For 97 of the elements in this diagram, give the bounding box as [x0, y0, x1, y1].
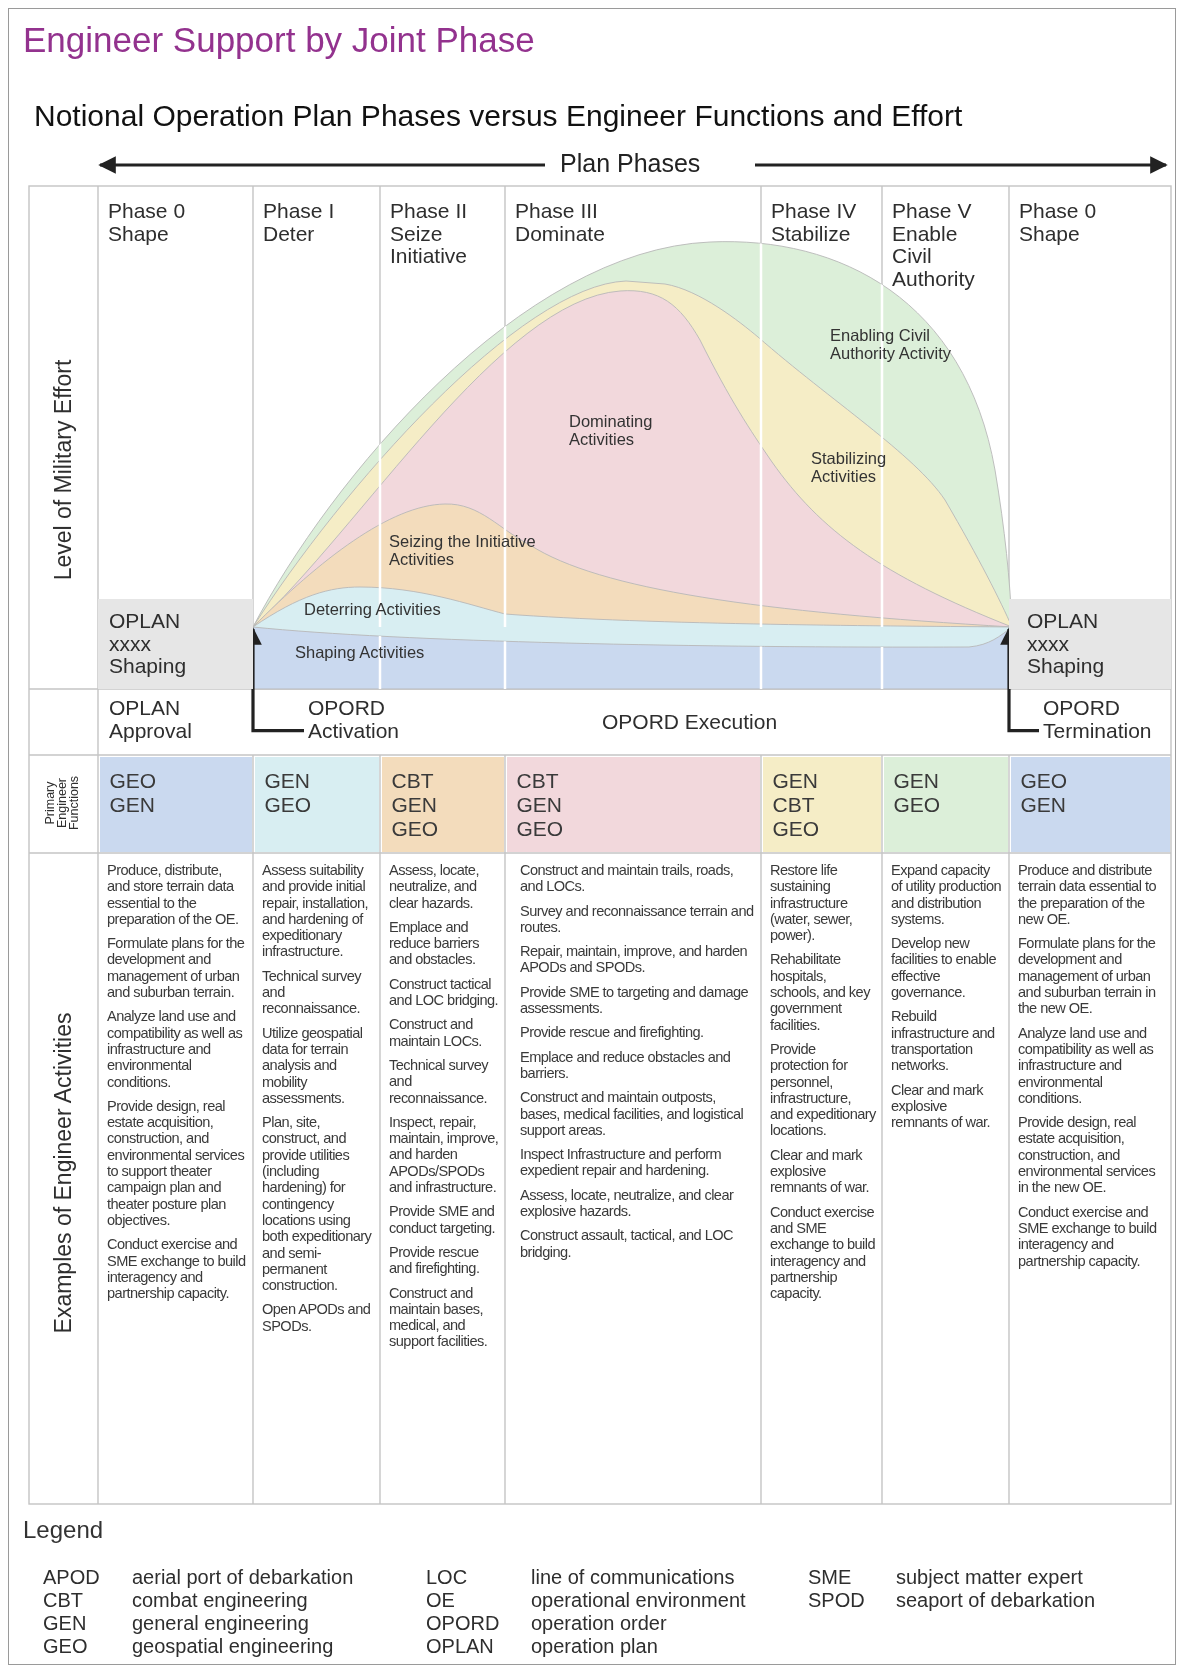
definition: general engineering: [132, 1613, 309, 1635]
activity-text: Utilize geospatial data for terrain analysis and mobility assessments.: [262, 1024, 364, 1107]
definition: operation plan: [531, 1636, 658, 1658]
title: Engineer Support by Joint Phase: [23, 21, 535, 59]
area-label: Enabling Civil Authority Activity: [830, 327, 953, 363]
axis-title: Level of Military Effort: [50, 359, 76, 581]
activity-text: Provide SME and conduct targeting.: [389, 1203, 497, 1236]
abbreviation: LOC: [426, 1567, 468, 1589]
area-label: Shaping Activities: [295, 644, 425, 662]
definition: line of communications: [531, 1567, 735, 1589]
event-label: OPORD Execution: [602, 711, 778, 734]
activity-text: Clear and mark explosive remnants of war.: [770, 1146, 871, 1196]
function-cell: GEO GEN: [99, 756, 252, 852]
shaded-cell: OPLAN xxxx Shaping: [1009, 599, 1171, 689]
activity-text: Conduct exercise and SME exchange to build interagency and partnership capacity.: [107, 1236, 247, 1302]
area-label: Seizing the Initiative Activities: [389, 533, 537, 569]
activity-text: Inspect Infrastructure and perform expedient repair and hardening.: [520, 1146, 723, 1179]
activity-text: Provide rescue and firefighting.: [520, 1024, 705, 1041]
activity-text: Repair, maintain, improve, and harden APODs and SPODs.: [520, 943, 749, 976]
activity-text: Provide design, real estate acquisition, construction, and environmental services in the new OE.: [1018, 1114, 1157, 1196]
abbreviation: CBT: [43, 1590, 83, 1612]
abbreviation: GEO: [43, 1636, 88, 1658]
activity-text: Emplace and reduce obstacles and barriers.: [520, 1048, 732, 1082]
activity-text: Analyze land use and compatibility as well as infrastructure and environmental conditions.: [1018, 1024, 1155, 1107]
phase-label: Phase I Deter: [263, 200, 368, 246]
axis-title: Examples of Engineer Activities: [50, 1012, 76, 1334]
activity-text: Construct and maintain LOCs.: [389, 1016, 483, 1049]
phase-label: Phase III Dominate: [515, 200, 625, 246]
function-cell: CBT GEN GEO: [506, 756, 760, 852]
phase-label: Phase II Seize Initiative: [390, 200, 495, 268]
activity-text: Produce, distribute, and store terrain data essential to the preparation of the OE.: [107, 862, 240, 928]
activity-text: Construct and maintain outposts, bases, medical facilities, and logistical support areas.: [520, 1089, 745, 1139]
activity-text: Technical survey and reconnaissance.: [262, 967, 363, 1017]
function-cell: GEN GEO: [883, 756, 1008, 852]
activity-text: Clear and mark explosive remnants of war.: [891, 1081, 992, 1131]
activity-text: Rehabilitate hospitals, schools, and key government facilities.: [770, 951, 872, 1033]
activity-text: Conduct exercise and SME exchange to build interagency and partnership capacity.: [1018, 1203, 1158, 1269]
activity-text: Survey and reconnaissance terrain and routes.: [520, 902, 755, 936]
activity-text: Provide design, real estate acquisition, construction, and environmental services to support theater campaign plan and theater posture plan objectives.: [107, 1097, 246, 1229]
abbreviation: OPORD: [426, 1613, 500, 1635]
shaded-cell: OPLAN xxxx Shaping: [98, 599, 253, 689]
activity-text: Assess, locate, neutralize, and clear hazards.: [389, 862, 480, 911]
function-cell: CBT GEN GEO: [381, 756, 504, 852]
abbreviation: OE: [426, 1590, 455, 1612]
activity-text: Inspect, repair, maintain, improve, and harden APODs/SPODs and infrastructure.: [389, 1113, 499, 1196]
activity-text: Construct tactical and LOC bridging.: [389, 975, 499, 1009]
area-label: Stabilizing Activities: [811, 450, 888, 486]
function-cell: GEO GEN: [1010, 756, 1170, 852]
definition: operational environment: [531, 1590, 746, 1612]
event-label: OPLAN Approval: [109, 697, 219, 743]
phase-label: Phase 0 Shape: [1019, 200, 1124, 246]
definition: seaport of debarkation: [896, 1590, 1096, 1612]
activity-text: Analyze land use and compatibility as well as infrastructure and environmental conditions.: [107, 1008, 244, 1090]
phase-label: Phase IV Stabilize: [771, 200, 871, 246]
axis-title: Primary Engineer Functions: [45, 775, 81, 831]
abbreviation: GEN: [43, 1613, 87, 1635]
activity-text: Expand capacity of utility production and distribution systems.: [891, 862, 1003, 928]
activity-text: Restore life sustaining infrastructure (water, sewer, power).: [770, 862, 854, 944]
legend-heading: Legend: [23, 1517, 104, 1543]
activity-text: Construct and maintain bases, medical, and support facilities.: [389, 1284, 489, 1350]
axis-label: Plan Phases: [560, 150, 701, 177]
abbreviation: APOD: [43, 1567, 100, 1589]
activity-text: Plan, site, construct, and provide utilities (including hardening) for contingency locations using both expeditionary and semi-permanent construction.: [262, 1114, 373, 1294]
activity-text: Produce and distribute terrain data essential to the preparation of the new OE.: [1018, 862, 1157, 928]
definition: operation order: [531, 1613, 667, 1635]
phase-label: Phase V Enable Civil Authority: [892, 200, 997, 291]
function-cell: GEN GEO: [254, 756, 379, 852]
activity-text: Assess, locate, neutralize, and clear explosive hazards.: [520, 1186, 735, 1220]
activity-text: Provide rescue and firefighting.: [389, 1243, 481, 1277]
definition: subject matter expert: [896, 1567, 1083, 1589]
event-label: OPORD Termination: [1043, 697, 1163, 743]
arrow: [1000, 627, 1039, 733]
activity-text: Emplace and reduce barriers and obstacles.: [389, 918, 480, 968]
abbreviation: SPOD: [808, 1590, 865, 1612]
activity-text: Assess suitability and provide initial repair, installation, and hardening of expeditionary infrastructure.: [262, 862, 370, 960]
activity-text: Provide SME to targeting and damage assessments.: [520, 983, 750, 1017]
event-label: OPORD Activation: [308, 697, 418, 743]
phase-label: Phase 0 Shape: [108, 200, 213, 246]
activity-text: Rebuild infrastructure and transportation networks.: [891, 1008, 996, 1074]
activity-text: Formulate plans for the development and management of urban and suburban terrain in the new OE.: [1018, 935, 1157, 1017]
area-label: Deterring Activities: [304, 601, 441, 619]
activity-text: Conduct exercise and SME exchange to build interagency and partnership capacity.: [770, 1203, 876, 1302]
definition: combat engineering: [132, 1590, 308, 1612]
definition: geospatial engineering: [132, 1636, 334, 1658]
activity-text: Technical survey and reconnaissance.: [389, 1056, 490, 1106]
activity-text: Provide protection for personnel, infrastructure, and expeditionary locations.: [770, 1040, 876, 1139]
activity-text: Open APODs and SPODs.: [262, 1301, 372, 1334]
activity-text: Construct assault, tactical, and LOC bridging.: [520, 1227, 734, 1260]
area-label: Dominating Activities: [569, 413, 654, 449]
function-cell: GEN CBT GEO: [762, 756, 881, 852]
abbreviation: OPLAN: [426, 1636, 494, 1658]
activity-text: Develop new facilities to enable effective governance.: [891, 935, 997, 1001]
subtitle: Notional Operation Plan Phases versus Engineer Functions and Effort: [34, 100, 963, 133]
abbreviation: SME: [808, 1567, 852, 1589]
definition: aerial port of debarkation: [132, 1567, 354, 1589]
activity-text: Formulate plans for the development and management of urban and suburban terrain.: [107, 935, 246, 1001]
activity-text: Construct and maintain trails, roads, and LOCs.: [520, 862, 735, 895]
